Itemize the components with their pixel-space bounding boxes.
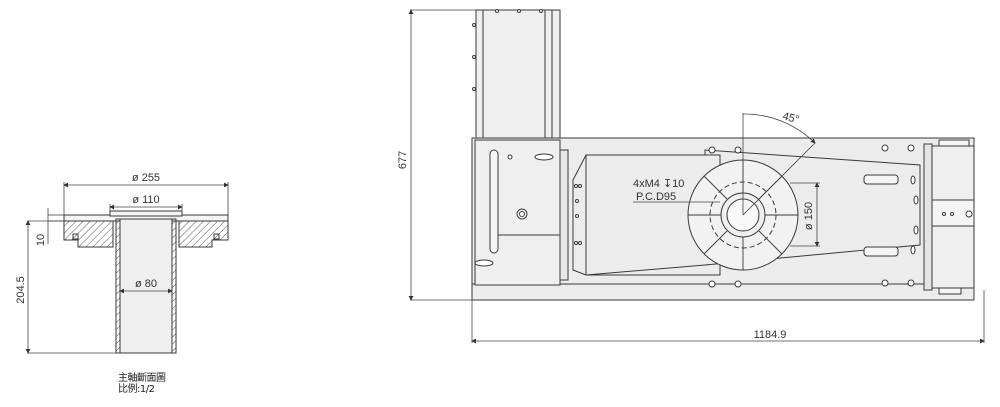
caption-scale: 比例:1/2 [118, 384, 155, 395]
section-caption: 主軸斷面圖 比例:1/2 [118, 373, 166, 395]
dim-overall-height: 677 [397, 151, 409, 169]
dim-flange-thickness: 10 [35, 234, 47, 246]
dim-bore-inner-diameter: ø 80 [135, 278, 157, 290]
caption-title: 主軸斷面圖 [118, 373, 166, 384]
spindle-section-view [63, 210, 229, 354]
dim-overall-length: 1184.9 [754, 329, 787, 341]
dim-bore-top-diameter: ø 110 [132, 194, 159, 206]
dim-angle: 45° [781, 110, 800, 126]
thread-spec-label: 4xM4 ↧10 [633, 178, 684, 190]
dim-flange-diameter: ø 255 [132, 172, 160, 184]
section-dimension-lines [25, 182, 229, 354]
pcd-label: P.C.D95 [636, 191, 676, 203]
dim-table-diameter: ø 150 [803, 202, 815, 230]
top-view-dimension-lines [408, 9, 985, 344]
rotary-table-top-view [471, 9, 975, 301]
dim-spindle-height: 204.5 [15, 276, 27, 304]
